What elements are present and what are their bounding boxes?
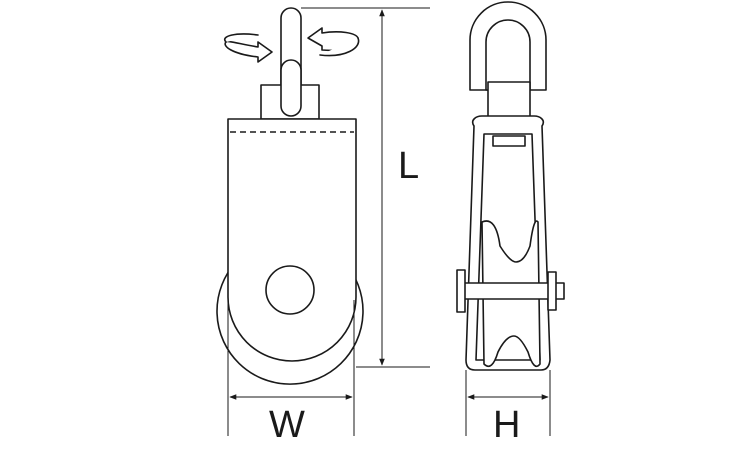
height-label: H (493, 404, 520, 446)
side-view (456, 1, 565, 371)
front-body-plate (227, 118, 357, 362)
width-dimension: W (227, 300, 355, 446)
height-dimension: H (465, 370, 551, 446)
width-label: W (269, 404, 305, 446)
length-dimension: L (301, 7, 430, 368)
front-axle-pin (265, 265, 315, 315)
rotate-arrow-icon (223, 33, 273, 63)
length-label: L (398, 145, 419, 187)
front-view (216, 7, 364, 385)
rotate-arrow-icon (307, 27, 360, 57)
